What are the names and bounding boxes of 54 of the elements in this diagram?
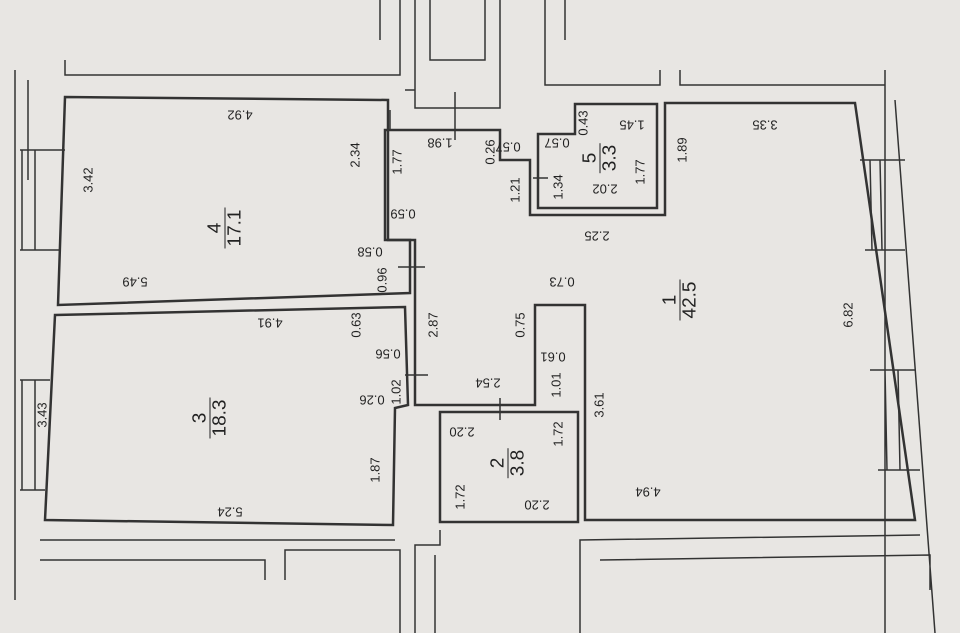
dimension-label: 4.94 (635, 486, 661, 498)
room-area: 3.8 (508, 448, 528, 478)
dimension-label: 4.91 (257, 316, 283, 330)
dimension-label: 3.35 (752, 118, 778, 132)
room-number: 1 (660, 294, 680, 308)
room-area: 18.3 (210, 398, 230, 438)
room-outline (440, 412, 578, 522)
dimension-label: 0.59 (390, 208, 416, 220)
dimension-label: 0.26 (484, 139, 496, 165)
dimension-label: 4.92 (227, 108, 253, 122)
dimension-label: 1.01 (550, 372, 562, 398)
dimension-label: 2.54 (475, 376, 501, 390)
dimension-label: 5.49 (122, 276, 148, 288)
room-number: 3 (190, 412, 210, 426)
dimension-label: 1.98 (427, 136, 453, 150)
dimension-label: 2.20 (449, 426, 475, 438)
dimension-label: 3.42 (82, 167, 94, 193)
dimension-label: 0.56 (375, 348, 401, 360)
dimension-label: 0.75 (514, 312, 526, 338)
dimension-label: 3.43 (36, 402, 48, 428)
room-area: 17.1 (224, 208, 244, 248)
room-number: 4 (206, 222, 224, 236)
dimension-label: 1.89 (676, 137, 688, 163)
dimension-label: 1.77 (390, 149, 404, 175)
room-number: 2 (488, 456, 508, 470)
room-area: 3.3 (600, 142, 620, 174)
dimension-label: 0.63 (350, 312, 362, 338)
dimension-label: 1.02 (390, 379, 402, 405)
dimension-label: 1.72 (552, 421, 564, 447)
dimension-label: 1.72 (454, 484, 466, 510)
dimension-label: 0.58 (357, 246, 383, 258)
dimension-label: 0.26 (359, 394, 385, 406)
dimension-label: 1.34 (552, 174, 564, 200)
dimension-label: 2.87 (426, 312, 440, 338)
dimension-label: 0.43 (576, 110, 590, 136)
room-number: 5 (580, 152, 600, 166)
dimension-label: 2.20 (524, 498, 550, 512)
dimension-label: 0.57 (544, 136, 570, 150)
dimension-label: 2.02 (592, 182, 618, 196)
dimension-label: 1.45 (619, 118, 645, 132)
dimension-label: 3.61 (592, 392, 606, 418)
room-area: 42.5 (680, 280, 700, 320)
dimension-label: 0.73 (549, 276, 575, 288)
dimension-label: 1.21 (508, 177, 522, 203)
dimension-label: 2.34 (348, 142, 362, 168)
dimension-label: 5.24 (217, 506, 243, 518)
dimension-label: 6.82 (842, 302, 854, 328)
dimension-label: 1.77 (634, 159, 646, 185)
dimension-label: 1.87 (368, 457, 382, 483)
dimension-label: 0.96 (376, 267, 388, 293)
room-outline (45, 307, 408, 525)
dimension-label: 2.25 (584, 230, 610, 242)
dimension-label: 0.61 (540, 350, 566, 364)
room-outline (538, 104, 657, 208)
